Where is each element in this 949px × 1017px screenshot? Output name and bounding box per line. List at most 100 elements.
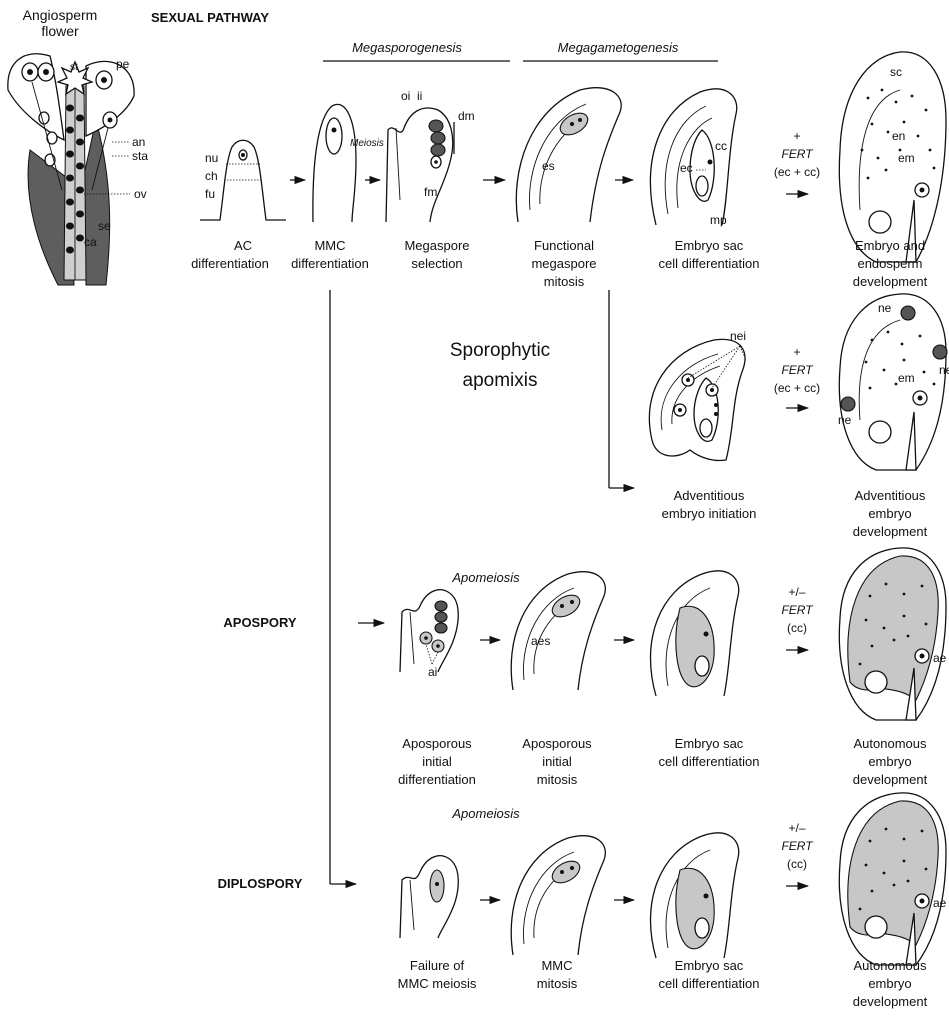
fert-ec-cc: (ec + cc) <box>774 381 820 395</box>
diplospory-row: DIPLOSPORY Apomeiosis +/– FERT <box>218 793 947 1009</box>
fert-plus-minus: +/– <box>788 585 805 599</box>
label-ne-right: ne <box>939 363 949 377</box>
embryo-sac-drawing: cc ec mp <box>650 89 736 227</box>
mmc-mitosis-drawing <box>511 836 605 955</box>
aposporous-initial-drawing: ai <box>400 590 458 679</box>
caption-dip-es-2: cell differentiation <box>659 976 760 991</box>
flower-label-pe: pe <box>116 57 130 71</box>
fert-annotation-diplospory: +/– FERT (cc) <box>781 821 814 886</box>
label-ne-top: ne <box>878 301 892 315</box>
seed-sexual-drawing: sc en em <box>839 52 946 262</box>
header: Angiosperm flower SEXUAL PATHWAY Megaspo… <box>23 7 718 61</box>
caption-ee-2: endosperm <box>857 256 922 271</box>
label-ec: ec <box>680 161 693 175</box>
label-em: em <box>898 151 915 165</box>
sexual-pathway-title: SEXUAL PATHWAY <box>151 10 269 25</box>
label-mp: mp <box>710 213 727 227</box>
label-em: em <box>898 371 915 385</box>
adventitious-initiation-drawing: nei <box>649 329 746 461</box>
label-fu: fu <box>205 187 215 201</box>
caption-ee-3: development <box>853 274 928 289</box>
flower-label-se: se <box>98 219 111 233</box>
caption-apo-mit-3: mitosis <box>537 772 578 787</box>
apospory-row: APOSPORY Apomeiosis ai aes <box>223 548 946 787</box>
caption-es-2: cell differentiation <box>659 256 760 271</box>
caption-apo-es-2: cell differentiation <box>659 754 760 769</box>
label-aes: aes <box>531 634 550 648</box>
caption-apo-auto-3: development <box>853 772 928 787</box>
fert-cc: (cc) <box>787 857 807 871</box>
fert-cc: (cc) <box>787 621 807 635</box>
caption-ms-1: Megaspore <box>404 238 469 253</box>
caption-dip-fail-2: MMC meiosis <box>398 976 477 991</box>
sporophytic-label-line2: apomixis <box>463 370 538 391</box>
flower-label-an: an <box>132 135 145 149</box>
label-dm: dm <box>458 109 475 123</box>
seed-adventitious-drawing: ne em ne ne <box>838 294 949 470</box>
apospory-label: APOSPORY <box>223 615 297 630</box>
caption-dip-mit-1: MMC <box>541 958 572 973</box>
sepal-right <box>84 120 110 285</box>
caption-ac-2: differentiation <box>191 256 269 271</box>
flower-label-ca: ca <box>84 235 97 249</box>
flower-title: Angiosperm <box>23 7 98 23</box>
caption-dip-fail-1: Failure of <box>410 958 465 973</box>
megasporogenesis-label: Megasporogenesis <box>352 40 462 55</box>
fert-ec-cc: (ec + cc) <box>774 165 820 179</box>
fert-annotation-sexual: + FERT (ec + cc) <box>774 129 820 194</box>
caption-ac-1: AC <box>234 238 252 253</box>
caption-apo-init-3: differentiation <box>398 772 476 787</box>
apomeiosis-label-apospory: Apomeiosis <box>451 570 520 585</box>
caption-apo-init-2: initial <box>422 754 452 769</box>
sporophytic-label: Sporophytic <box>450 340 550 361</box>
fert-label: FERT <box>781 603 814 617</box>
angiosperm-flower-illustration: st pe an sta ov ca se <box>8 54 148 285</box>
caption-apo-init-1: Aposporous <box>402 736 472 751</box>
label-ae-apospory: ae <box>933 651 947 665</box>
caption-fm-3: mitosis <box>544 274 585 289</box>
caption-dip-auto-3: development <box>853 994 928 1009</box>
caption-es-1: Embryo sac <box>675 238 744 253</box>
caption-adv-dev-1: Adventitious <box>855 488 926 503</box>
label-en: en <box>892 129 905 143</box>
fert-plus: + <box>793 345 800 359</box>
caption-adv-init-1: Adventitious <box>674 488 745 503</box>
label-ai: ai <box>428 665 437 679</box>
caption-adv-dev-3: development <box>853 524 928 539</box>
seed-apospory-drawing: ae <box>839 548 946 720</box>
fert-annotation-apospory: +/– FERT (cc) <box>781 585 814 650</box>
caption-mmc-1: MMC <box>314 238 345 253</box>
label-es: es <box>542 159 555 173</box>
ac-ovule-drawing: nu ch fu <box>200 140 286 220</box>
flower-label-st: st <box>70 62 78 73</box>
label-cc: cc <box>715 139 727 153</box>
caption-adv-dev-2: embryo <box>868 506 911 521</box>
label-ne-left: ne <box>838 413 852 427</box>
aposporous-mitosis-drawing: aes <box>511 572 605 690</box>
functional-megaspore-drawing: es <box>516 88 621 222</box>
label-nu: nu <box>205 151 218 165</box>
fert-plus: + <box>793 129 800 143</box>
label-nei: nei <box>730 329 746 343</box>
seed-diplospory-drawing: ae <box>839 793 946 965</box>
caption-dip-es-1: Embryo sac <box>675 958 744 973</box>
label-ch: ch <box>205 169 218 183</box>
label-fm: fm <box>424 185 437 199</box>
apomeiosis-label-diplospory: Apomeiosis <box>451 806 520 821</box>
fert-plus-minus: +/– <box>788 821 805 835</box>
mmc-failure-drawing <box>400 856 458 938</box>
megagametogenesis-label: Megagametogenesis <box>558 40 679 55</box>
fert-label: FERT <box>781 363 814 377</box>
fert-label: FERT <box>781 839 814 853</box>
fert-annotation-sporophytic: + FERT (ec + cc) <box>774 345 820 408</box>
flower-label-ov: ov <box>134 187 147 201</box>
caption-dip-auto-2: embryo <box>868 976 911 991</box>
caption-ms-2: selection <box>411 256 462 271</box>
flower-title-line2: flower <box>41 23 79 39</box>
caption-mmc-2: differentiation <box>291 256 369 271</box>
diplospory-embryo-sac-drawing <box>651 833 739 958</box>
fert-label: FERT <box>781 147 814 161</box>
sexual-row: nu ch fu Meiosis oi ii dm fm <box>191 52 946 289</box>
label-ii: ii <box>417 89 422 103</box>
